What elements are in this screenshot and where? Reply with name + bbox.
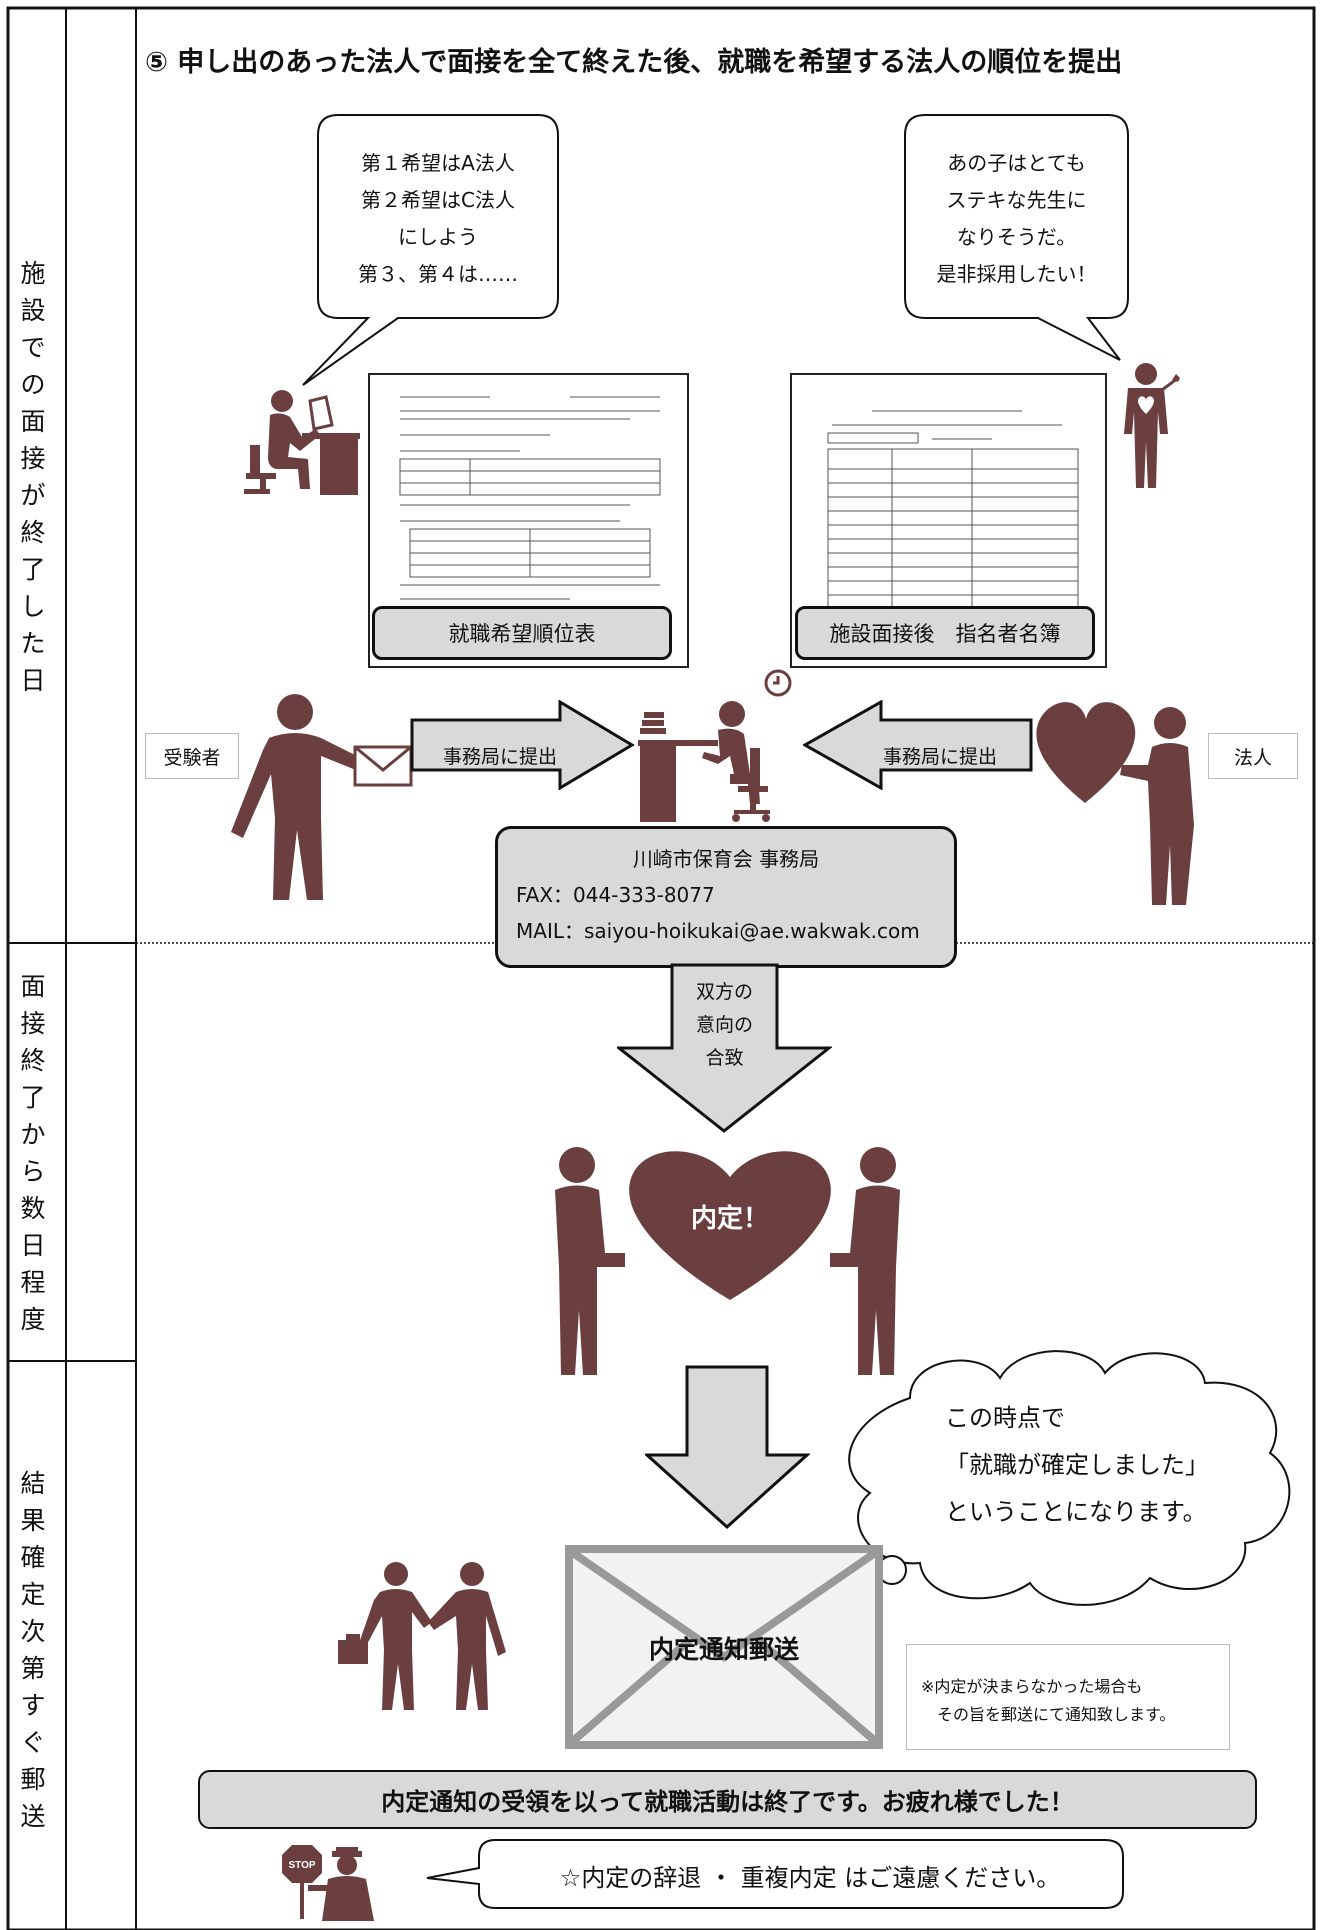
bubble-line: なりそうだ。 xyxy=(956,225,1077,249)
submit-label-applicant: 事務局に提出 xyxy=(442,746,557,768)
phase-char: 度 xyxy=(20,1305,46,1334)
phase-char: 面 xyxy=(20,972,46,1001)
submit-arrow-right xyxy=(803,700,1033,790)
phase-char: 終 xyxy=(20,1046,46,1075)
warning-callout: ☆内定の辞退 ・ 重複内定 はご遠慮ください。 xyxy=(425,1838,1127,1910)
speech-bubble-applicant: 第１希望はA法人 第２希望はC法人 にしよう 第３、第４は…… xyxy=(318,145,558,293)
phase-char: 了 xyxy=(20,1083,46,1112)
cloud-line: ということになります。 xyxy=(945,1498,1207,1526)
person-at-desk-icon xyxy=(244,390,360,495)
warning-text: ☆内定の辞退 ・ 重複内定 はご遠慮ください。 xyxy=(559,1864,1061,1892)
phase-char: ぐ xyxy=(20,1728,46,1757)
corporation-with-heart-icon xyxy=(1036,702,1194,905)
phase-char: 日 xyxy=(20,666,46,695)
agreement-line: 合致 xyxy=(705,1047,744,1069)
step-title: ⑤ 申し出のあった法人で面接を全て終えた後、就職を希望する法人の順位を提出 xyxy=(145,47,1123,78)
phase-char: 郵 xyxy=(20,1765,46,1794)
note-line: ※内定が決まらなかった場合も xyxy=(921,1677,1143,1696)
speech-bubble-corporation: あの子はとても ステキな先生に なりそうだ。 是非採用したい！ xyxy=(905,145,1128,293)
office-mail: MAIL：saiyou-hoikukai@ae.wakwak.com xyxy=(516,919,920,943)
phase-char: 終 xyxy=(20,518,46,547)
phase-char: 次 xyxy=(20,1617,46,1646)
phase-char: 程 xyxy=(20,1268,46,1297)
phase-char: 面 xyxy=(20,407,46,436)
phase-char: 確 xyxy=(20,1543,46,1572)
bubble-line: 是非採用したい！ xyxy=(936,262,1097,286)
phase-char: す xyxy=(20,1691,46,1720)
phase-char: の xyxy=(20,370,46,399)
handshake-people-icon xyxy=(338,1562,506,1710)
phase-char: 日 xyxy=(20,1231,46,1260)
phase-char: 送 xyxy=(20,1802,46,1831)
agreement-down-arrow xyxy=(617,963,832,1133)
submit-label-corporation: 事務局に提出 xyxy=(882,746,997,768)
result-down-arrow xyxy=(645,1365,810,1530)
ranking-form-caption: 就職希望順位表 xyxy=(372,606,672,660)
phase-char: 定 xyxy=(20,1580,46,1609)
bubble-line: ステキな先生に xyxy=(946,188,1087,212)
office-name: 川崎市保育会 事務局 xyxy=(632,847,820,871)
note-line: その旨を郵送にて通知致します。 xyxy=(937,1705,1176,1724)
phase-char: 了 xyxy=(20,555,46,584)
office-worker-icon xyxy=(638,701,770,822)
bubble-line: 第３、第４は…… xyxy=(358,262,518,286)
phase-label-mail-result: 結果確定次第すぐ郵送 xyxy=(0,1465,66,1835)
envelope-icon xyxy=(565,1545,883,1749)
phase-char: 施 xyxy=(20,259,46,288)
phase-char: ら xyxy=(20,1157,46,1186)
phase-char: 接 xyxy=(20,1009,46,1038)
phase-char: 結 xyxy=(20,1469,46,1498)
agreement-line: 意向の xyxy=(695,1014,753,1036)
bubble-line: にしよう xyxy=(398,225,478,249)
phase-label-interview-day: 施設での面接が終了した日 xyxy=(0,255,66,699)
clock-icon xyxy=(764,669,792,697)
bubble-line: 第１希望はA法人 xyxy=(361,151,515,175)
cloud-line: この時点で xyxy=(945,1404,1065,1432)
stop-officer-icon: STOP xyxy=(282,1845,374,1921)
phase-char: 果 xyxy=(20,1506,46,1535)
phase-char: 第 xyxy=(20,1654,46,1683)
phase-char: た xyxy=(20,629,46,658)
final-message-banner: 内定通知の受領を以って就職活動は終了です。お疲れ様でした！ xyxy=(198,1770,1257,1829)
applicant-with-envelope-icon xyxy=(231,694,413,900)
phase-char: で xyxy=(20,333,46,362)
envelope-label: 内定通知郵送 xyxy=(648,1635,799,1664)
phase-char: か xyxy=(20,1120,46,1149)
nominee-list-caption: 施設面接後 指名者名簿 xyxy=(795,606,1095,660)
bubble-line: あの子はとても xyxy=(947,151,1086,175)
cloud-text: この時点で 「就職が確定しました」 ということになります。 xyxy=(945,1395,1209,1536)
phase-char: 接 xyxy=(20,444,46,473)
applicant-label: 受験者 xyxy=(145,733,239,779)
phase-char: が xyxy=(20,481,46,510)
corporation-label: 法人 xyxy=(1208,733,1298,779)
agreement-line: 双方の xyxy=(695,981,753,1003)
phase-label-few-days: 面接終了から数日程度 xyxy=(0,968,66,1338)
offer-text: 内定！ xyxy=(690,1204,769,1234)
office-fax: FAX：044-333-8077 xyxy=(516,883,715,907)
office-contact-box: 川崎市保育会 事務局 FAX：044-333-8077 MAIL：saiyou-… xyxy=(495,826,957,968)
man-heart-arrow-icon xyxy=(1124,363,1180,488)
phase-char: 数 xyxy=(20,1194,46,1223)
submit-arrow-left xyxy=(410,700,635,790)
agreement-text: 双方の 意向の 合致 xyxy=(672,976,777,1075)
note-box: ※内定が決まらなかった場合も その旨を郵送にて通知致します。 xyxy=(906,1644,1230,1750)
cloud-line: 「就職が確定しました」 xyxy=(945,1451,1209,1479)
bubble-line: 第２希望はC法人 xyxy=(361,188,515,212)
phase-char: し xyxy=(20,592,46,621)
job-offer-heart-icon xyxy=(555,1147,900,1375)
stop-sign-text: STOP xyxy=(288,1860,315,1871)
phase-char: 設 xyxy=(20,296,46,325)
warning-callout-shape xyxy=(426,1839,1124,1909)
